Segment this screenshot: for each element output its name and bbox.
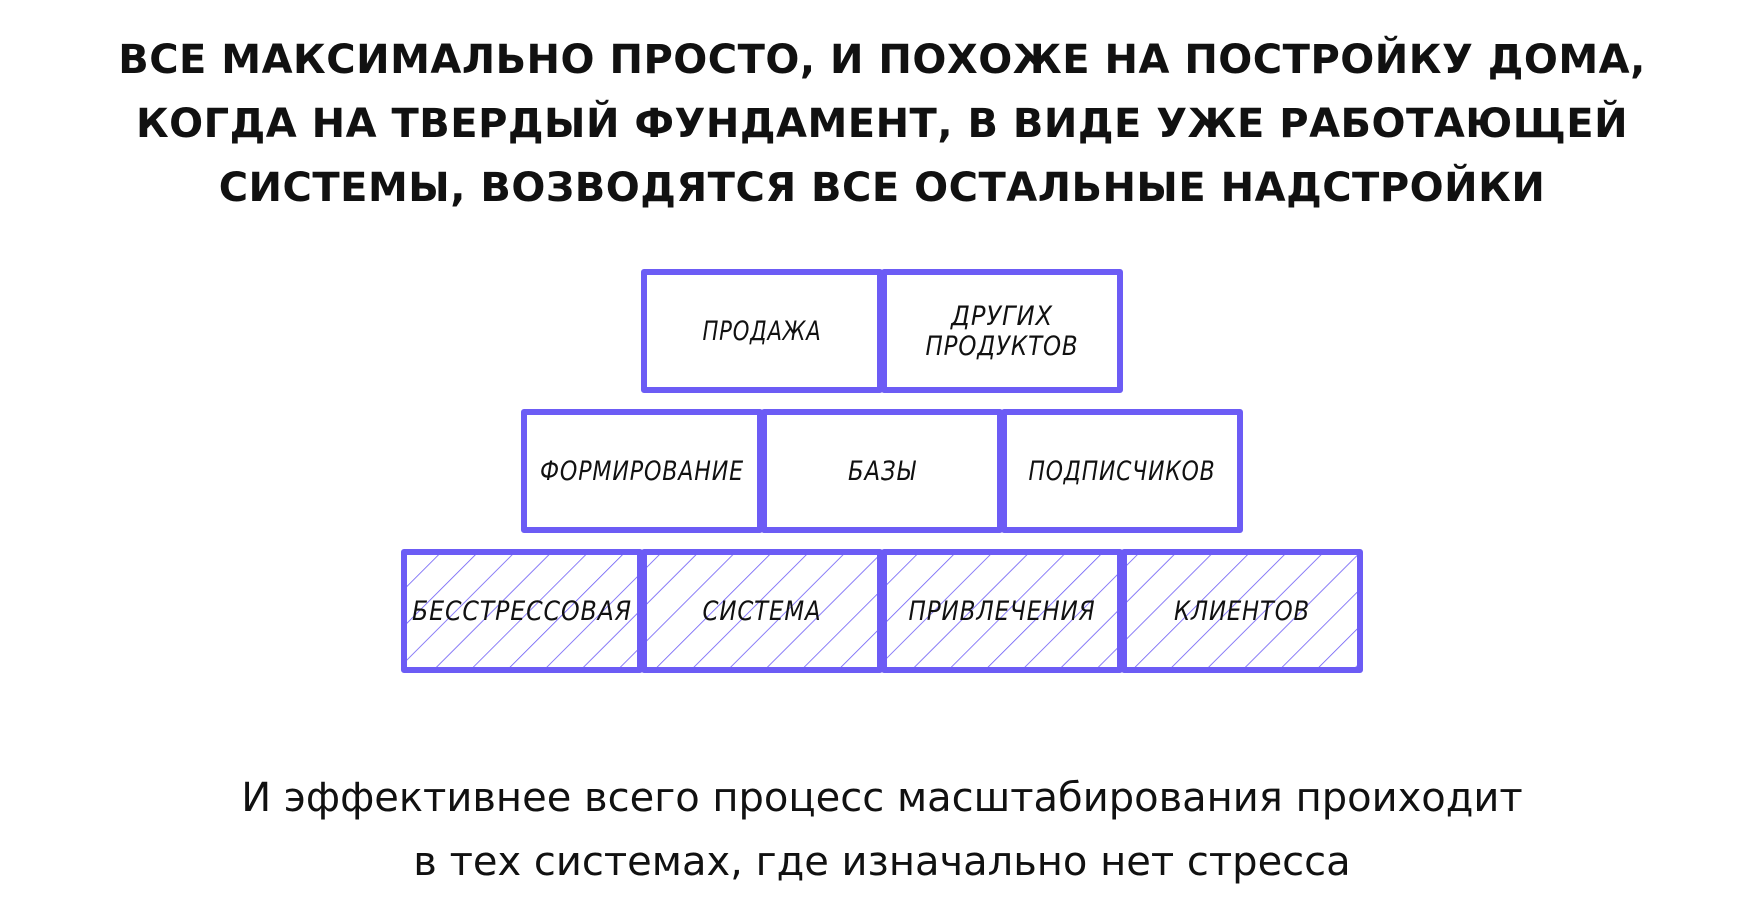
headline-line-3: СИСТЕМЫ, ВОЗВОДЯТСЯ ВСЕ ОСТАЛЬНЫЕ НАДСТР… xyxy=(218,165,1546,211)
brick-foundation-4: КЛИЕНТОВ xyxy=(1121,549,1363,673)
brick-label: БАЗЫ xyxy=(848,456,917,487)
headline-line-2: КОГДА НА ТВЕРДЫЙ ФУНДАМЕНТ, В ВИДЕ УЖЕ Р… xyxy=(135,101,1629,147)
brick-label: ПРОДАЖА xyxy=(703,316,822,347)
brick-label: ФОРМИРОВАНИЕ xyxy=(540,456,744,487)
brick-outline xyxy=(641,269,883,393)
caption: И эффективнее всего процесс масштабирова… xyxy=(0,766,1764,894)
brick-foundation-3: ПРИВЛЕЧЕНИЯ xyxy=(881,549,1123,673)
brick-label: КЛИЕНТОВ xyxy=(1174,596,1310,627)
brick-label: ПОДПИСЧИКОВ xyxy=(1029,456,1216,487)
brick-outline xyxy=(521,409,763,533)
brick-outline xyxy=(1121,549,1363,673)
brick-hatch-fill xyxy=(404,552,640,670)
brick-label: ПРИВЛЕЧЕНИЯ xyxy=(909,596,1096,627)
brick-outline xyxy=(881,549,1123,673)
brick-outline xyxy=(401,549,643,673)
brick-label: ДРУГИХ xyxy=(950,301,1053,332)
headline-line-1: ВСЕ МАКСИМАЛЬНО ПРОСТО, И ПОХОЖЕ НА ПОСТ… xyxy=(118,37,1646,83)
brick-label: БЕССТРЕССОВАЯ xyxy=(412,596,632,627)
brick-label: ПРОДУКТОВ xyxy=(926,331,1079,362)
brick-outline xyxy=(641,549,883,673)
brick-middle-3: ПОДПИСЧИКОВ xyxy=(1001,409,1243,533)
brick-outline xyxy=(761,409,1003,533)
brick-outline xyxy=(1001,409,1243,533)
brick-hatch-fill xyxy=(1124,552,1360,670)
headline: ВСЕ МАКСИМАЛЬНО ПРОСТО, И ПОХОЖЕ НА ПОСТ… xyxy=(0,28,1764,220)
brick-hatch-fill xyxy=(644,552,880,670)
brick-middle-1: ФОРМИРОВАНИЕ xyxy=(521,409,763,533)
caption-line-1: И эффективнее всего процесс масштабирова… xyxy=(241,775,1523,821)
caption-line-2: в тех системах, где изначально нет стрес… xyxy=(413,839,1351,885)
brick-hatch-fill xyxy=(884,552,1120,670)
brick-foundation-2: СИСТЕМА xyxy=(641,549,883,673)
brick-label: СИСТЕМА xyxy=(703,596,822,627)
brick-top-1: ПРОДАЖА xyxy=(641,269,883,393)
brick-middle-2: БАЗЫ xyxy=(761,409,1003,533)
brick-foundation-1: БЕССТРЕССОВАЯ xyxy=(401,549,643,673)
brick-outline xyxy=(881,269,1123,393)
